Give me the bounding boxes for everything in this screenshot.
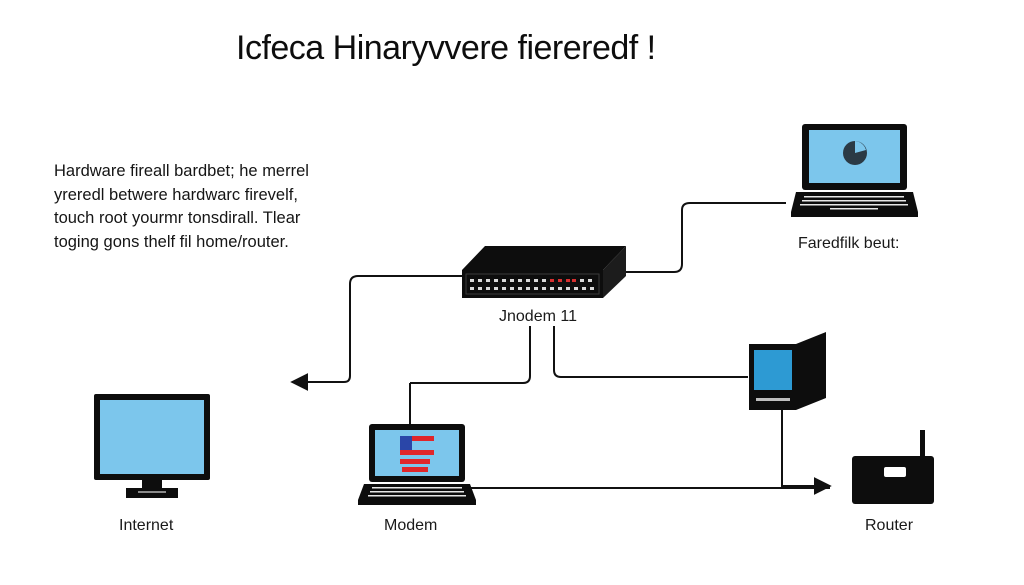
description-line: toging gons thelf fil home/router.: [54, 232, 289, 251]
description-line: yreredl betwere hardwarc firevelf,: [54, 185, 298, 204]
connection-switch-down-left: [410, 326, 531, 384]
switch-label: Jnodem 11: [499, 308, 577, 325]
diagram-title: Icfeca Hinaryvvere fiereredf !: [236, 29, 656, 67]
connection-switch-to-internet: [290, 275, 462, 391]
connection-desktop-to-router: [781, 410, 832, 495]
connection-switch-to-top-laptop: [626, 202, 786, 273]
top-laptop-label: Faredfilk beut:: [798, 235, 900, 252]
router-label: Router: [865, 517, 914, 534]
description-text: Hardware fireall bardbet; he merrel yrer…: [54, 160, 354, 254]
connection-lines: [290, 202, 832, 495]
laptop-icon: [791, 124, 918, 217]
description-line: Hardware fireall bardbet; he merrel: [54, 162, 309, 180]
router-icon: [852, 430, 934, 504]
description-line: touch root yourmr tonsdirall. Tlear: [54, 209, 301, 227]
modem-label: Modem: [384, 517, 438, 534]
connection-switch-to-desktop: [553, 326, 748, 378]
internet-label: Internet: [119, 517, 174, 534]
desktop-tower-icon: [749, 332, 826, 410]
laptop-icon: [358, 424, 476, 505]
network-switch-icon: [462, 246, 626, 298]
flag-icon: [400, 436, 434, 472]
monitor-icon: [94, 394, 210, 498]
